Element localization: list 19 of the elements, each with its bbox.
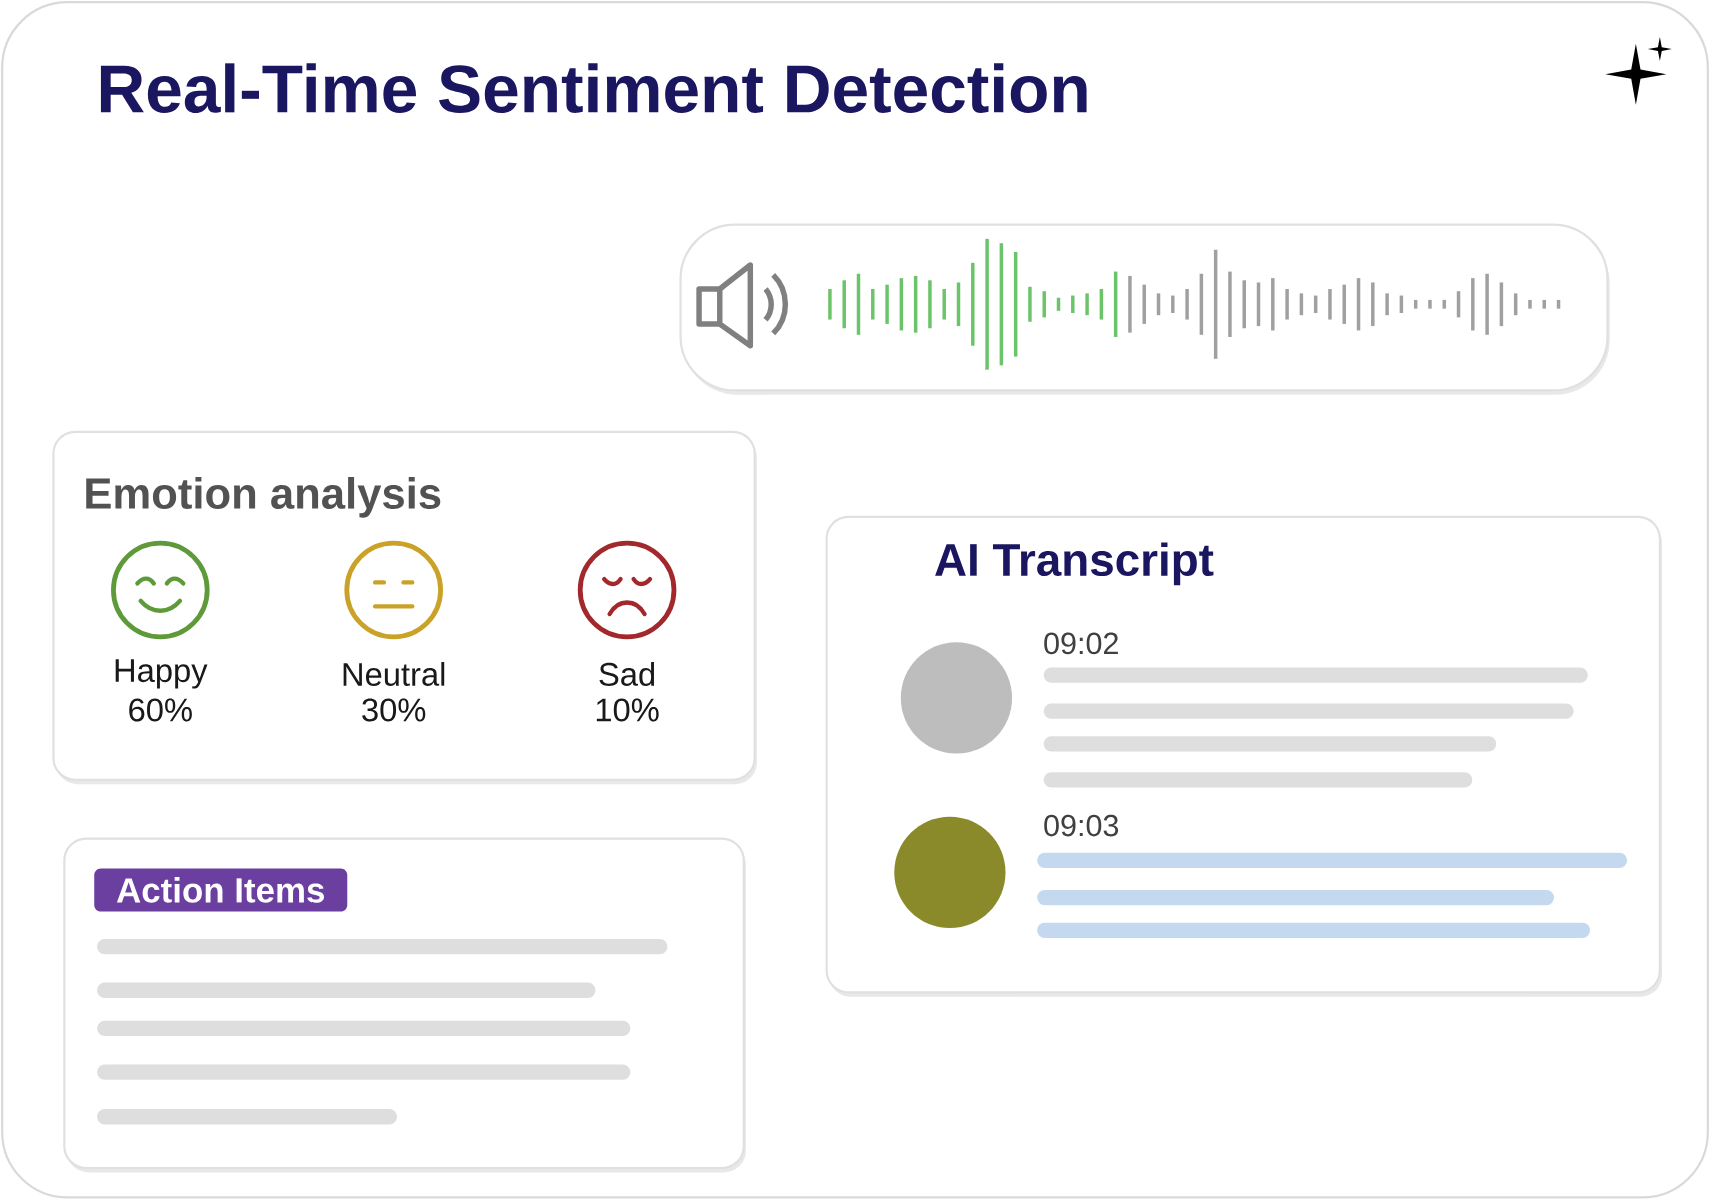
avatar-picture bbox=[900, 642, 1013, 754]
face-icon bbox=[344, 540, 443, 640]
emotion-label: Neutral bbox=[343, 662, 445, 687]
timestamp: 09:03 bbox=[1044, 814, 1119, 837]
card-background bbox=[52, 431, 757, 785]
audio-panel bbox=[679, 223, 1610, 395]
emotion-label: 10% bbox=[596, 698, 659, 722]
face-icon bbox=[577, 540, 677, 640]
emotion-label: 60% bbox=[129, 698, 192, 722]
emotion-label: Sad bbox=[599, 662, 655, 687]
card-heading: Emotion analysis bbox=[86, 477, 441, 518]
emotion-label: Happy bbox=[115, 659, 208, 689]
avatar-picture bbox=[894, 817, 1006, 929]
emotion-label: 30% bbox=[362, 698, 426, 722]
heading-badge: Action Items bbox=[94, 868, 348, 912]
card-heading: AI Transcript bbox=[935, 542, 1214, 586]
title: Real-Time Sentiment Detection bbox=[100, 63, 1087, 114]
face-icon bbox=[111, 540, 210, 640]
timestamp: 09:02 bbox=[1044, 632, 1118, 655]
